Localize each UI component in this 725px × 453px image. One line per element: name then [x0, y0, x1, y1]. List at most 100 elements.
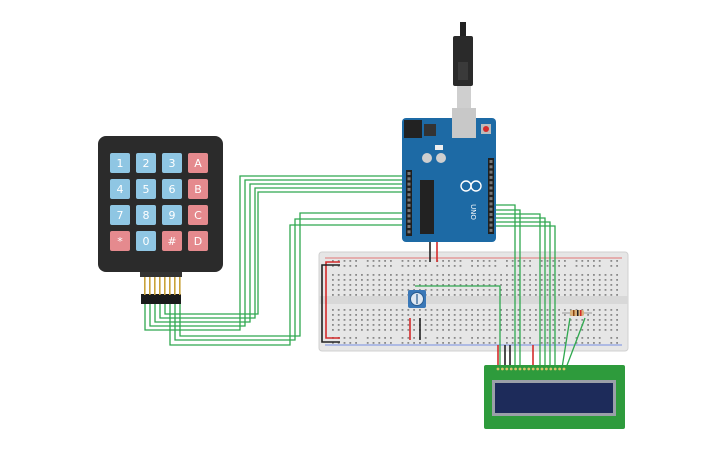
keypad-key-6[interactable]: 6 [162, 179, 182, 199]
keypad-key-hash[interactable]: # [162, 231, 182, 251]
pin-header-right [488, 158, 494, 234]
breadboard-hole [506, 314, 508, 316]
breadboard-hole [384, 314, 386, 316]
breadboard-hole [535, 324, 537, 326]
keypad-key-a[interactable]: A [188, 153, 208, 173]
breadboard-hole [587, 289, 589, 291]
keypad-key-star[interactable]: * [110, 231, 130, 251]
breadboard-hole [569, 294, 572, 296]
breadboard-hole [401, 342, 404, 344]
breadboard-hole [477, 314, 479, 316]
breadboard-hole [459, 324, 462, 326]
breadboard-hole [343, 319, 346, 321]
breadboard-hole [529, 279, 531, 281]
breadboard-hole [419, 284, 421, 286]
breadboard-hole [593, 319, 595, 321]
keypad-pins [144, 277, 181, 295]
arduino-pins [407, 160, 493, 234]
keypad-key-7[interactable]: 7 [110, 205, 130, 225]
breadboard-hole [581, 342, 584, 344]
power-wires [321, 240, 534, 368]
breadboard-hole [569, 284, 572, 286]
breadboard-hole [598, 319, 601, 321]
breadboard-hole [419, 274, 421, 276]
potentiometer[interactable] [408, 290, 426, 308]
breadboard-hole [546, 265, 549, 267]
breadboard-hole [395, 324, 398, 326]
breadboard-hole [378, 309, 381, 311]
breadboard-hole [482, 260, 485, 262]
breadboard-hole [413, 279, 415, 281]
keypad-key-1[interactable]: 1 [110, 153, 130, 173]
keypad-key-5[interactable]: 5 [136, 179, 156, 199]
breadboard-hole [401, 294, 404, 296]
breadboard-hole [453, 265, 456, 267]
breadboard-hole [349, 309, 352, 311]
breadboard-hole [575, 319, 578, 321]
breadboard-hole [424, 309, 427, 311]
breadboard-hole [390, 284, 392, 286]
breadboard-hole [558, 265, 560, 267]
keypad-key-0[interactable]: 0 [136, 231, 156, 251]
breadboard-hole [361, 324, 363, 326]
breadboard-hole [558, 260, 560, 262]
breadboard-hole [459, 274, 462, 276]
breadboard-hole [581, 289, 584, 291]
breadboard-hole [477, 294, 479, 296]
breadboard-hole [390, 324, 392, 326]
breadboard-hole [529, 314, 531, 316]
breadboard-hole [378, 337, 381, 339]
breadboard-hole [413, 274, 415, 276]
breadboard-hole [407, 314, 410, 316]
breadboard-hole [506, 337, 508, 339]
breadboard-hole [407, 260, 410, 262]
breadboard-hole [604, 309, 607, 311]
resistor[interactable] [562, 310, 592, 316]
arduino-uno: UNO [402, 22, 496, 242]
breadboard-hole [558, 329, 560, 331]
breadboard-hole [482, 324, 485, 326]
breadboard-hole [424, 329, 427, 331]
breadboard-hole [384, 337, 386, 339]
breadboard-hole [436, 329, 439, 331]
breadboard-hole [575, 337, 578, 339]
breadboard-hole [482, 289, 485, 291]
breadboard-hole [465, 279, 468, 281]
keypad-key-4[interactable]: 4 [110, 179, 130, 199]
breadboard-hole [477, 337, 479, 339]
breadboard-hole [436, 314, 439, 316]
keypad-key-d[interactable]: D [188, 231, 208, 251]
breadboard-hole [593, 329, 595, 331]
breadboard-hole [494, 342, 497, 344]
keypad-key-c[interactable]: C [188, 205, 208, 225]
breadboard-hole [529, 289, 531, 291]
breadboard-hole [598, 265, 601, 267]
breadboard-hole [535, 294, 537, 296]
breadboard-hole [337, 265, 340, 267]
wire-lcd-4 [492, 217, 546, 368]
usb-port [452, 108, 476, 138]
uno-pin [489, 202, 493, 206]
breadboard-hole [564, 314, 566, 316]
breadboard-hole [500, 314, 502, 316]
breadboard-hole [529, 324, 531, 326]
keypad-key-b[interactable]: B [188, 179, 208, 199]
breadboard-hole [332, 309, 334, 311]
breadboard-hole [598, 342, 601, 344]
keypad-key-8[interactable]: 8 [136, 205, 156, 225]
breadboard-hole [488, 324, 491, 326]
breadboard-hole [517, 279, 520, 281]
breadboard-hole [569, 309, 572, 311]
keypad-key-3[interactable]: 3 [162, 153, 182, 173]
breadboard-hole [453, 329, 456, 331]
breadboard-hole [546, 294, 549, 296]
breadboard-hole [436, 279, 439, 281]
breadboard-hole [558, 294, 560, 296]
keypad-key-9[interactable]: 9 [162, 205, 182, 225]
breadboard-hole [361, 284, 363, 286]
breadboard-hole [546, 329, 549, 331]
breadboard-hole [355, 309, 357, 311]
keypad-key-2[interactable]: 2 [136, 153, 156, 173]
breadboard-hole [488, 309, 491, 311]
breadboard-hole [442, 329, 444, 331]
